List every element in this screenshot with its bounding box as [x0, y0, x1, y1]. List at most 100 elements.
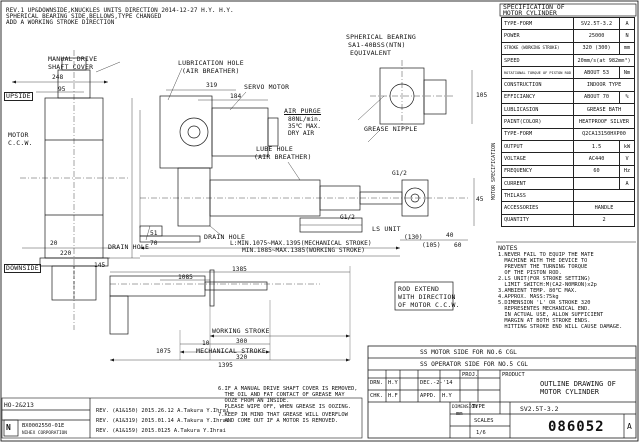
motor-key: TYPE-FORM — [500, 127, 575, 141]
dim-1075: 1075 — [156, 348, 171, 355]
note-7: 7.KEEP IN MIND THAT GREASE WILL OVERFLOW… — [218, 412, 348, 424]
label-g12-bottom: G1/2 — [340, 214, 355, 221]
spec-value: INDOOR TYPE — [573, 78, 635, 92]
motor-unit: V — [619, 152, 635, 166]
motor-unit: Hz — [619, 164, 635, 178]
tb-date: DEC.-2-'14 — [420, 380, 453, 386]
company-doc-no: BX0002550-01E — [22, 423, 65, 429]
spec-value: HANDLE — [573, 201, 635, 215]
spec-key: PAINT(COLOR) — [500, 115, 575, 129]
label-working-stroke: WORKING STROKE — [212, 327, 270, 335]
tb-title-2: MOTOR CYLINDER — [540, 388, 600, 396]
revision-note-1: REV.1 UP&DOWNSIDE,KNUCKLES UNITS DIRECTI… — [6, 7, 234, 14]
spec-value: 25000 — [573, 29, 620, 43]
revision-1: REV. (A1&150) 2015.26.12 A.Takura Y.Ihra… — [96, 408, 230, 414]
motor-key: THILASS — [500, 189, 575, 203]
dim-105-right: 105 — [476, 92, 488, 99]
spec-value: 320 (300) — [573, 41, 620, 55]
motor-value: AC440 — [573, 152, 620, 166]
dim-60: 60 — [454, 242, 462, 249]
note-4: 4.APPROX. MASS:75kg — [498, 294, 559, 300]
dim-20: 20 — [50, 240, 58, 247]
tb-scale-value: 1/6 — [476, 430, 486, 436]
spec-key: SPEED — [500, 53, 575, 68]
motor-key: OUTPUT — [500, 139, 575, 154]
spec-key: POWER — [500, 29, 575, 43]
dim-220: 220 — [60, 250, 72, 257]
note-3: 3.AMBIENT TEMP. 80℃ MAX. — [498, 288, 578, 294]
motor-unit: kW — [619, 139, 635, 154]
tb-product: PRODUCT — [502, 372, 525, 378]
motor-key: VOLTAGE — [500, 152, 575, 166]
tb-unit: mm — [456, 411, 463, 417]
label-air-purge: AIR PURGE — [284, 107, 322, 115]
motor-row: THILASS — [500, 189, 635, 203]
label-lubrication-hole: LUBRICATION HOLE — [178, 59, 244, 67]
dim-1385: 1385 — [232, 266, 247, 273]
dim-45: 45 — [476, 196, 484, 203]
note-2: 2.LS UNIT(FOR STROKE SETTING) LIMIT SWIT… — [498, 276, 597, 288]
spec-unit: A — [619, 16, 635, 31]
spec-value: ABOUT 70 — [573, 90, 620, 105]
label-shaft-cover: SHAFT COVER — [48, 63, 94, 71]
sheet-letter: A — [627, 422, 632, 431]
spec-key: CONSTRUCTION — [500, 78, 575, 92]
motor-value: 1.5 — [573, 139, 620, 154]
spec-unit: % — [619, 90, 635, 105]
motor-value — [573, 189, 635, 203]
dim-1085: 1085 — [178, 274, 193, 281]
note-1: 1.NEVER FAIL TO EQUIP THE MATE MACHINE W… — [498, 252, 594, 276]
spec-key: ROTATIONAL TORQUE OF PISTON ROD — [500, 66, 575, 80]
spec-unit: N — [619, 29, 635, 43]
spec-title-2: MOTOR CYLINDER — [503, 9, 557, 17]
label-drain-hole-left: DRAIN HOLE — [108, 243, 150, 251]
spec-value: HEATPROOF SILVER — [573, 115, 635, 129]
tb-type-value: SV2.5T-3.2 — [520, 405, 559, 413]
spec-title-1: SPECIFICATION OF — [503, 3, 565, 11]
label-lubrication-air: (AIR BREATHER) — [182, 67, 240, 75]
spec-key: ACCESSORIES — [500, 201, 575, 215]
air-purge-temp: 35℃ MAX. — [288, 123, 322, 130]
label-mechanical-stroke: MECHANICAL STROKE — [196, 347, 266, 355]
company-logo-icon: N — [6, 423, 11, 432]
spec-key: TYPE-FORM — [500, 16, 575, 31]
spec-value: SV2.5T-3.2 — [573, 16, 620, 31]
air-purge-type: DRY AIR — [288, 130, 315, 137]
dim-40: 40 — [446, 232, 454, 239]
air-purge-flow: 80NL/min. — [288, 116, 322, 123]
tb-type-label: TYPE — [472, 404, 485, 410]
label-sa1: SA1-40BSS(NTN) — [348, 41, 406, 49]
label-lube-hole: LUBE HOLE — [256, 145, 294, 153]
tb-appd-by: H.Y — [442, 393, 452, 399]
revision-3: REV. (A1&159) 2015.0125 A.Takura Y.Ihrai — [96, 428, 226, 434]
dim-248: 248 — [52, 74, 64, 81]
dim-145: 145 — [94, 262, 106, 269]
tb-chk-by: H.F — [388, 393, 398, 399]
motor-key: CURRENT — [500, 176, 575, 191]
spec-unit: mm — [619, 41, 635, 55]
tb-side2: SS OPERATOR SIDE FOR NO.5 CGL — [420, 361, 529, 368]
label-upside: UPSIDE — [4, 92, 33, 101]
spec-value: GREASE BATH — [573, 103, 635, 117]
label-lube-air: (AIR BREATHER) — [254, 153, 312, 161]
tb-drn: DRN. — [370, 380, 383, 386]
dim-105: (105) — [422, 242, 441, 249]
motor-value: Q2CA13150HXP00 — [573, 127, 635, 141]
label-spherical-bearing: SPHERICAL BEARING — [346, 33, 416, 41]
spec-row: PAINT(COLOR)HEATPROOF SILVER — [500, 115, 635, 129]
tb-dimension: DIMENSION — [452, 405, 477, 410]
company-maker: NIHEX CORPORATION — [22, 431, 67, 436]
rod-extend-line1: ROD EXTEND — [398, 285, 440, 293]
note-6: 6.IF A MANUAL DRIVE SHAFT COVER IS REMOV… — [218, 386, 358, 410]
